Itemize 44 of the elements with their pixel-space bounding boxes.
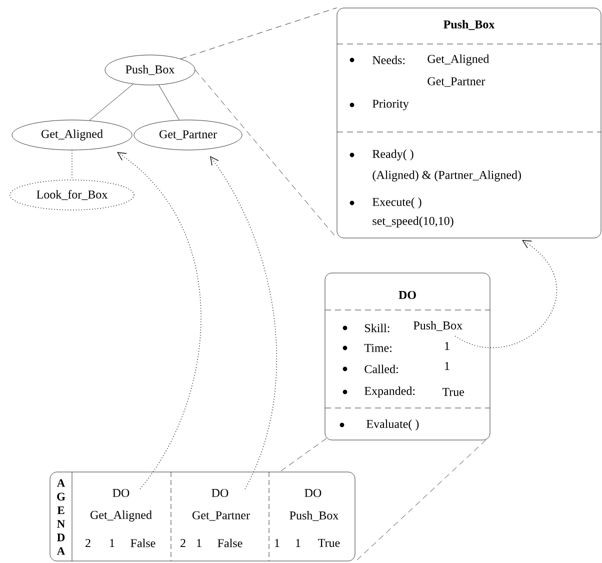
- cell-text: DO: [212, 488, 228, 498]
- cell-text: 2: [86, 539, 90, 547]
- field-label: Time:: [364, 344, 392, 352]
- connector-line: [89, 84, 134, 121]
- connector-line: [195, 70, 337, 238]
- arrow: [454, 240, 557, 348]
- vertical-label: AGENDA: [56, 479, 66, 555]
- field-label: Priority: [372, 100, 409, 110]
- arrow: [210, 156, 277, 490]
- field-value: 1: [445, 362, 450, 370]
- field-value: 1: [445, 342, 450, 350]
- method-name: Evaluate( ): [366, 420, 419, 430]
- box-title: Push_Box: [444, 20, 495, 30]
- cell-text: False: [218, 538, 242, 548]
- cell-text: DO: [112, 488, 130, 498]
- field-value: Get_Aligned: [428, 54, 490, 66]
- cell-text: Get_Partner: [192, 511, 250, 521]
- code-text: (Aligned) & (Partner_Aligned): [372, 170, 521, 182]
- field-label: Skill:: [365, 324, 390, 332]
- cell-text: Get_Aligned: [90, 510, 152, 522]
- field-value: Get_Partner: [428, 77, 486, 87]
- connector-line: [280, 438, 328, 472]
- field-value: Push_Box: [414, 321, 462, 331]
- connector-line: [180, 8, 337, 60]
- cell-text: 2: [180, 539, 186, 547]
- cell-text: True: [318, 539, 340, 547]
- field-value: True: [442, 388, 464, 396]
- arrow: [117, 152, 202, 490]
- cell-text: 1: [110, 539, 114, 547]
- connector-line: [356, 438, 488, 560]
- field-label: Needs:: [372, 56, 405, 64]
- field-label: Called:: [364, 364, 398, 374]
- cell-text: 1: [275, 539, 280, 547]
- box-title: DO: [398, 290, 416, 300]
- cell-text: 1: [197, 539, 202, 547]
- method-name: Ready( ): [372, 150, 414, 160]
- cell-text: 1: [296, 539, 300, 547]
- field-label: Expanded:: [364, 386, 415, 398]
- cell-text: Push_Box: [290, 511, 339, 521]
- connector-line: [158, 84, 180, 120]
- method-name: Execute( ): [372, 198, 422, 208]
- cell-text: False: [130, 538, 156, 548]
- code-text: set_speed(10,10): [372, 216, 454, 228]
- cell-text: DO: [304, 488, 322, 498]
